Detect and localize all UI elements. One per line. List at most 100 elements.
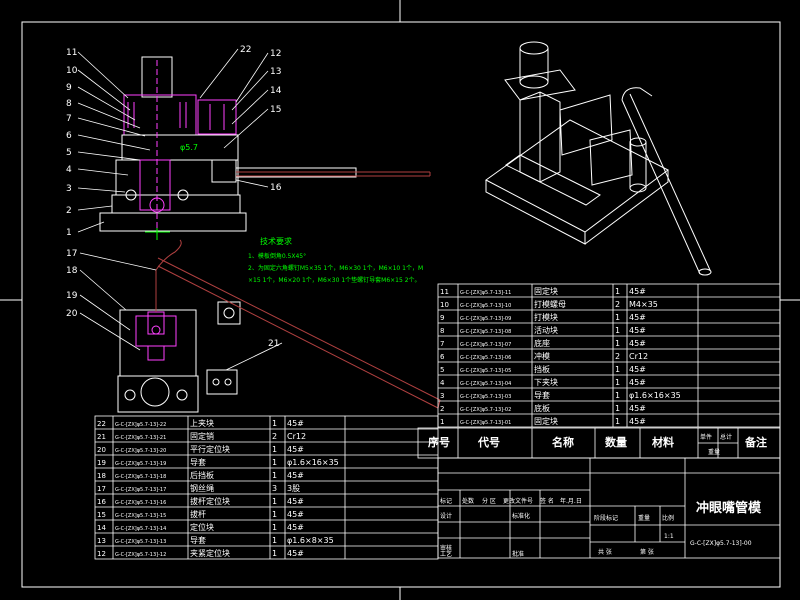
header-code: 代号 — [477, 435, 500, 449]
bom-material: 3股 — [287, 484, 300, 493]
bom-upper-grid — [437, 283, 781, 428]
callout-label: 2 — [66, 206, 72, 216]
bom-qty: 1 — [272, 419, 277, 428]
bom-material: 45# — [287, 549, 304, 558]
tb-scale-value: 1:1 — [664, 533, 674, 540]
bom-qty: 1 — [615, 365, 620, 374]
bom-code: G-C-[ZX]φ5.7-13]-12 — [115, 552, 166, 558]
callout-label: 9 — [66, 83, 72, 93]
tech-notes: 技术要求 1、模板倒角0.5X45° 2、为固定六角螺钉M5×35 1个，M6×… — [248, 236, 423, 284]
bom-material: 45# — [629, 313, 646, 322]
callout-label: 8 — [66, 99, 72, 109]
bom-name: 固定块 — [534, 416, 558, 426]
tech-note-3: ×15 1个，M6×20 1个，M6×30 1个垫螺钉导套M6×15 2个。 — [248, 276, 421, 284]
bom-material: φ1.6×8×35 — [287, 536, 334, 545]
bom-name: 钢丝绳 — [190, 483, 214, 493]
bom-code: G-C-[ZX]φ5.7-13]-07 — [460, 342, 511, 348]
bom-code: G-C-[ZX]φ5.7-13]-16 — [115, 500, 166, 506]
header-name: 名称 — [552, 435, 574, 449]
callout-label: 5 — [66, 148, 72, 158]
bom-no: 16 — [97, 498, 106, 506]
bom-code: G-C-[ZX]φ5.7-13]-02 — [460, 407, 511, 413]
callout-label: 6 — [66, 131, 72, 141]
bom-material: 45# — [287, 471, 304, 480]
bom-name: 导套 — [190, 535, 206, 545]
tb-change-doc: 更改文件号 — [503, 497, 533, 505]
bom-name: 平行定位块 — [190, 444, 230, 454]
callout-label: 20 — [66, 309, 78, 319]
bom-qty: 1 — [615, 404, 620, 413]
bom-material: 45# — [629, 365, 646, 374]
bom-no: 18 — [97, 472, 106, 480]
bom-code: G-C-[ZX]φ5.7-13]-21 — [115, 435, 166, 441]
callout-label: 10 — [66, 66, 78, 76]
tb-scale: 比例 — [662, 514, 674, 522]
tb-checker: 审核 — [440, 544, 452, 552]
bom-code: G-C-[ZX]φ5.7-13]-17 — [115, 487, 166, 493]
bom-no: 4 — [440, 379, 445, 387]
bom-code: G-C-[ZX]φ5.7-13]-14 — [115, 526, 166, 532]
bom-qty: 1 — [615, 417, 620, 426]
bom-no: 7 — [440, 340, 444, 348]
header-unit-weight: 单件 — [700, 433, 712, 441]
bom-qty: 1 — [615, 287, 620, 296]
bom-material: Cr12 — [287, 432, 306, 441]
bom-material: 45# — [629, 326, 646, 335]
tb-process: 工艺 — [440, 550, 452, 558]
front-view — [99, 56, 431, 240]
callout-leaders-right — [199, 48, 269, 188]
tb-weight: 重量 — [638, 514, 650, 522]
bom-code: G-C-[ZX]φ5.7-13]-15 — [115, 513, 166, 519]
bom-qty: 1 — [272, 497, 277, 506]
bom-name: 底板 — [534, 403, 550, 413]
bom-qty: 2 — [615, 352, 620, 361]
callout-label: 22 — [240, 45, 251, 55]
bom-code: G-C-[ZX]φ5.7-13]-05 — [460, 368, 511, 374]
tb-stage: 阶段标记 — [594, 514, 618, 522]
bom-no: 20 — [97, 446, 106, 454]
bom-name: 导套 — [190, 457, 206, 467]
callout-label: 21 — [268, 339, 279, 349]
bom-code: G-C-[ZX]φ5.7-13]-01 — [460, 420, 511, 426]
bom-no: 13 — [97, 537, 106, 545]
bom-name: 打模块 — [534, 312, 558, 322]
bom-qty: 1 — [272, 510, 277, 519]
bom-name: 挡板 — [534, 364, 550, 374]
bom-no: 5 — [440, 366, 444, 374]
callout-label: 18 — [66, 266, 78, 276]
bom-no: 3 — [440, 392, 444, 400]
bom-no: 14 — [97, 524, 106, 532]
bom-code: G-C-[ZX]φ5.7-13]-11 — [460, 290, 511, 296]
bom-name: 拔杆定位块 — [190, 496, 230, 506]
bom-material: 45# — [629, 339, 646, 348]
bom-qty: 1 — [615, 313, 620, 322]
bom-name: 底座 — [534, 338, 550, 348]
header-weight: 重量 — [708, 448, 720, 456]
bom-qty: 1 — [615, 378, 620, 387]
bom-material: 45# — [629, 417, 646, 426]
bom-code: G-C-[ZX]φ5.7-13]-06 — [460, 355, 511, 361]
bom-name: 固定块 — [534, 286, 558, 296]
bom-code: G-C-[ZX]φ5.7-13]-13 — [115, 539, 166, 545]
bom-name: 拔杆 — [190, 509, 206, 519]
tb-sheets-total: 共 张 — [598, 548, 612, 556]
tb-drawing-title: 冲眼嘴管模 — [696, 500, 762, 516]
bom-name: 固定销 — [190, 431, 214, 441]
bom-name: 定位块 — [190, 522, 214, 532]
bom-material: 45# — [629, 287, 646, 296]
tech-notes-title: 技术要求 — [260, 236, 292, 246]
bom-name: 上夹块 — [190, 418, 214, 428]
bom-no: 6 — [440, 353, 445, 361]
